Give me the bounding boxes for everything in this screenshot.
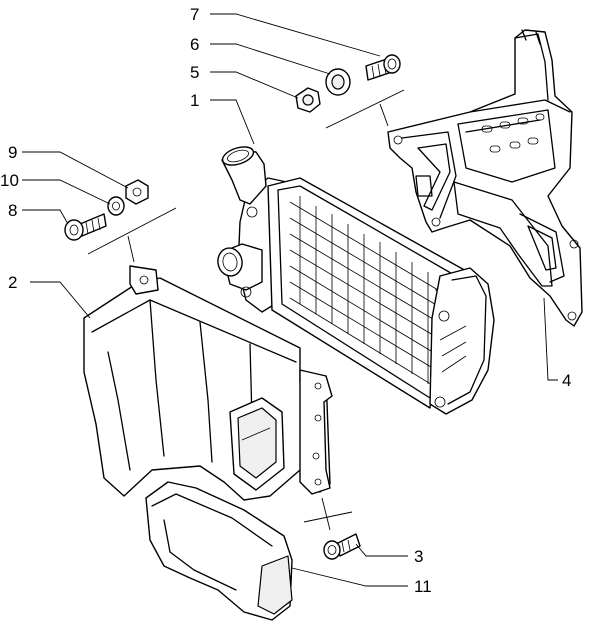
callout-2: 2: [8, 273, 17, 292]
mounting-bracket-part-4: [387, 29, 583, 327]
callout-4: 4: [562, 371, 571, 390]
callout-7: 7: [190, 5, 199, 24]
washer-part-10: [107, 196, 125, 216]
intercooler-core-part-1: [217, 146, 495, 415]
callout-6: 6: [190, 35, 199, 54]
nut-part-5: [295, 87, 321, 113]
washer-part-6: [325, 68, 351, 96]
screw-part-3: [323, 533, 361, 560]
air-duct-part-2: [83, 265, 333, 501]
screw-part-7: [365, 54, 401, 81]
callout-9: 9: [8, 143, 17, 162]
callouts: 7 6 5 1 9 10 8 2 4 3 11: [0, 5, 571, 596]
core-fin-grid: [289, 196, 439, 387]
nut-part-9: [125, 179, 149, 205]
callout-1: 1: [190, 91, 199, 110]
callout-5: 5: [190, 63, 199, 82]
callout-8: 8: [8, 201, 17, 220]
screw-part-8: [64, 213, 107, 241]
lower-duct-part-11: [145, 481, 293, 621]
callout-3: 3: [414, 547, 423, 566]
callout-11: 11: [414, 577, 432, 596]
assembly-lines: [87, 89, 405, 531]
leader-lines: [22, 13, 558, 587]
callout-10: 10: [0, 171, 19, 190]
